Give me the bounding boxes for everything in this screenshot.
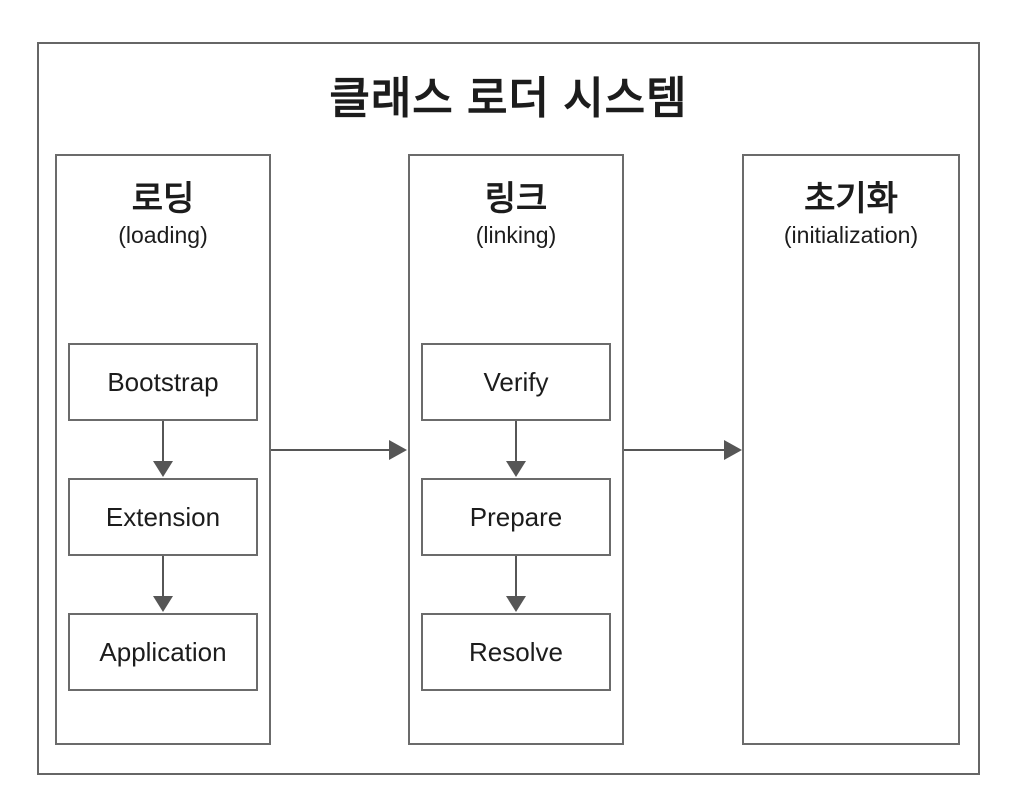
application-box: Application xyxy=(68,613,258,691)
arrow-right-icon xyxy=(624,440,742,460)
linking-title-korean: 링크 xyxy=(484,180,548,218)
resolve-box: Resolve xyxy=(421,613,611,691)
arrow-right-icon xyxy=(271,440,407,460)
phase-column-linking: 링크 (linking) Verify Prepare Resolve xyxy=(408,154,624,745)
prepare-box: Prepare xyxy=(421,478,611,556)
arrow-down-icon xyxy=(506,421,526,477)
diagram-title: 클래스 로더 시스템 xyxy=(329,74,688,123)
linking-title-english: (linking) xyxy=(475,222,557,249)
verify-box: Verify xyxy=(421,343,611,421)
arrow-down-icon xyxy=(506,556,526,612)
initialization-title-korean: 초기화 xyxy=(804,180,898,218)
arrow-down-icon xyxy=(153,556,173,612)
bootstrap-box: Bootstrap xyxy=(68,343,258,421)
loading-title-english: (loading) xyxy=(118,222,208,249)
arrow-down-icon xyxy=(153,421,173,477)
phase-column-initialization: 초기화 (initialization) xyxy=(742,154,960,745)
phase-column-loading: 로딩 (loading) Bootstrap Extension Applica… xyxy=(55,154,271,745)
extension-box: Extension xyxy=(68,478,258,556)
initialization-title-english: (initialization) xyxy=(783,222,919,249)
loading-title-korean: 로딩 xyxy=(131,180,195,218)
